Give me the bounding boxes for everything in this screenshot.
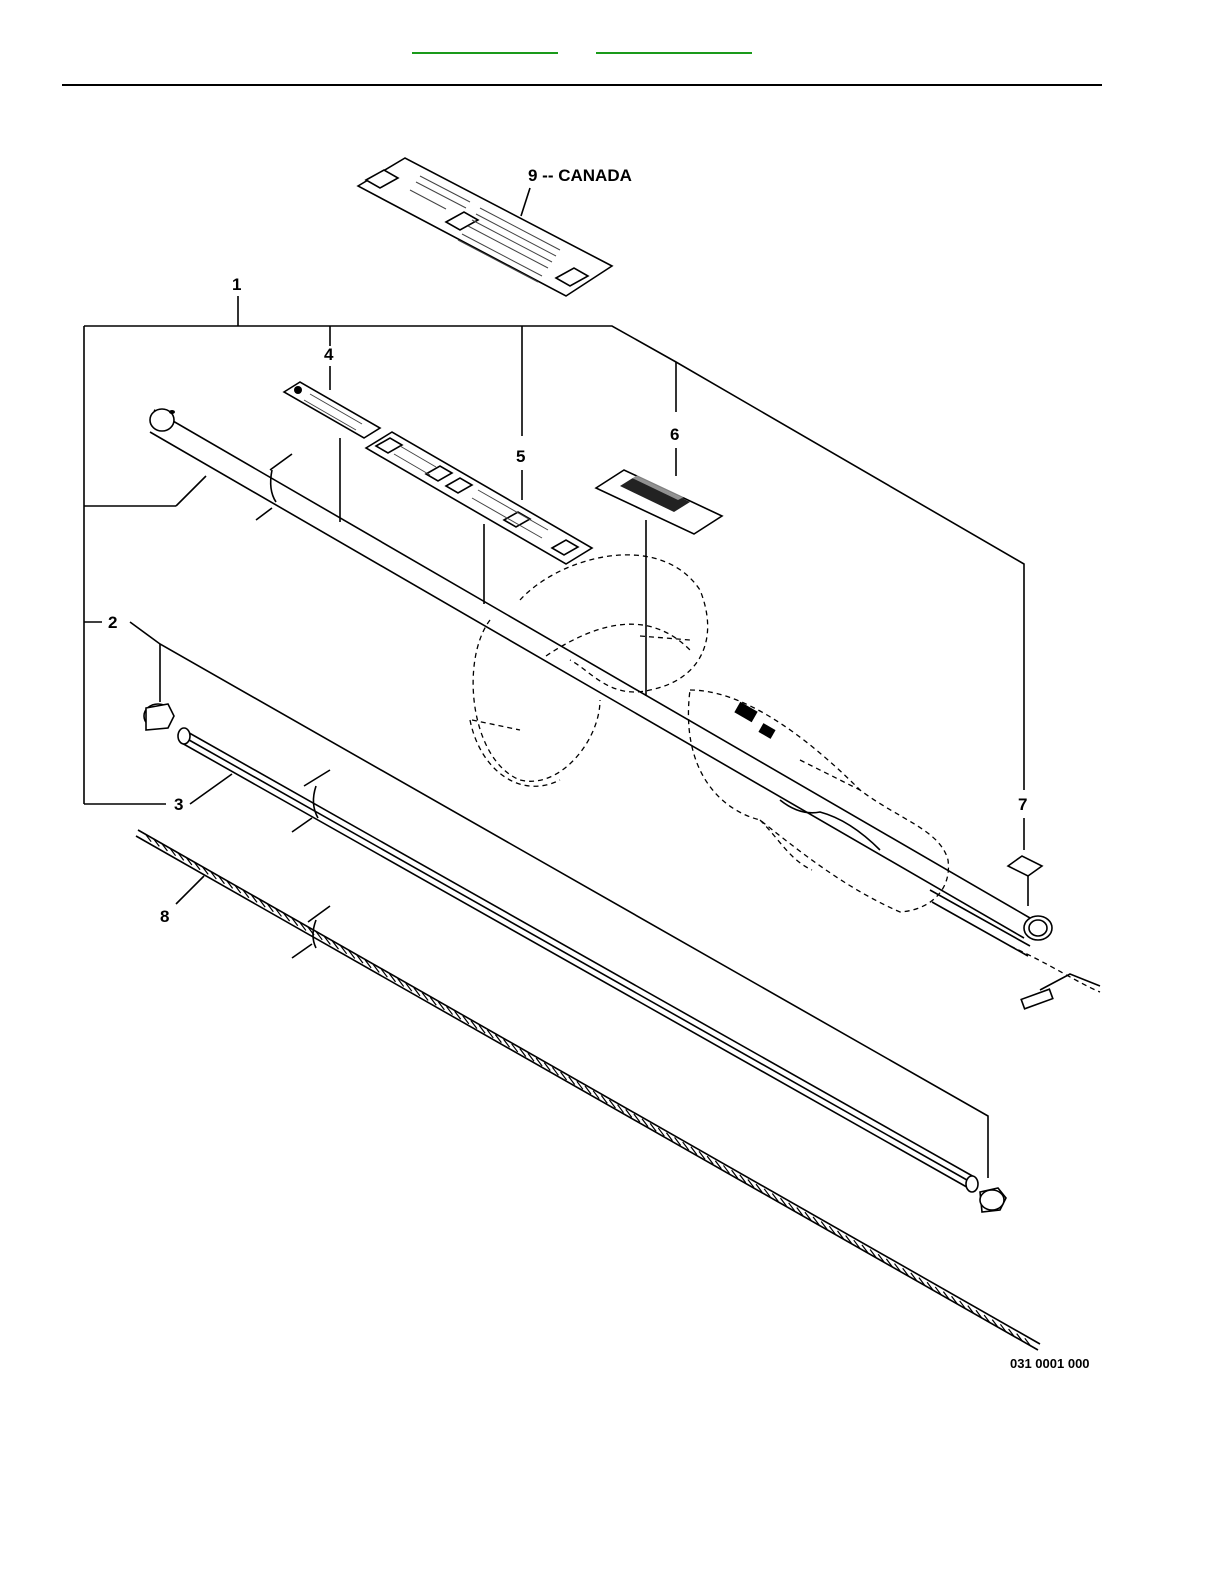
callout-5: 5 bbox=[516, 447, 525, 466]
callout-4: 4 bbox=[324, 345, 334, 364]
callout-3: 3 bbox=[174, 795, 183, 814]
decal-instructions bbox=[366, 432, 592, 564]
decal-small bbox=[1008, 856, 1042, 876]
decal-warning bbox=[284, 382, 380, 438]
liner-tube bbox=[178, 728, 978, 1192]
callout-8: 8 bbox=[160, 907, 169, 926]
throttle-grip-outline bbox=[688, 690, 948, 912]
decal-echo-logo bbox=[596, 470, 722, 534]
bushing-left bbox=[144, 704, 174, 730]
callout-7: 7 bbox=[1018, 795, 1027, 814]
callout-1: 1 bbox=[232, 275, 241, 294]
figure-reference-number: 031 0001 000 bbox=[1010, 1356, 1090, 1371]
callout-2: 2 bbox=[108, 613, 117, 632]
drive-cable bbox=[136, 830, 1040, 1350]
callout-9: 9 -- CANADA bbox=[528, 166, 632, 185]
bushing-right bbox=[980, 1188, 1006, 1212]
handle-bar-outline bbox=[470, 555, 708, 786]
callout-6: 6 bbox=[670, 425, 679, 444]
throttle-cable bbox=[930, 890, 1100, 1009]
